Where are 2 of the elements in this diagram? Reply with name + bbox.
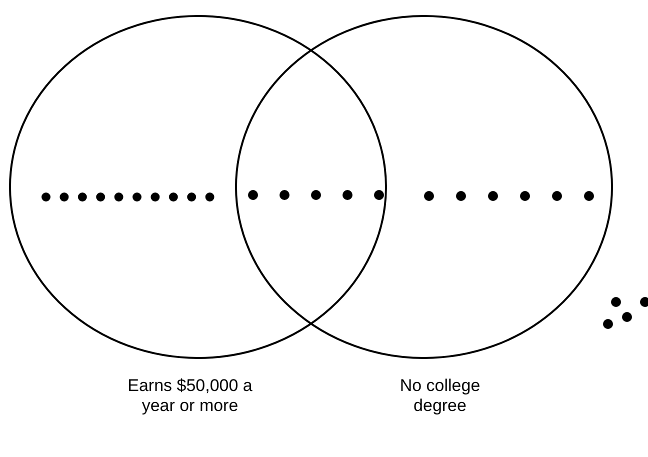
set-label: No college degree bbox=[398, 376, 482, 416]
set-label: Earns $50,000 a year or more bbox=[126, 376, 254, 416]
